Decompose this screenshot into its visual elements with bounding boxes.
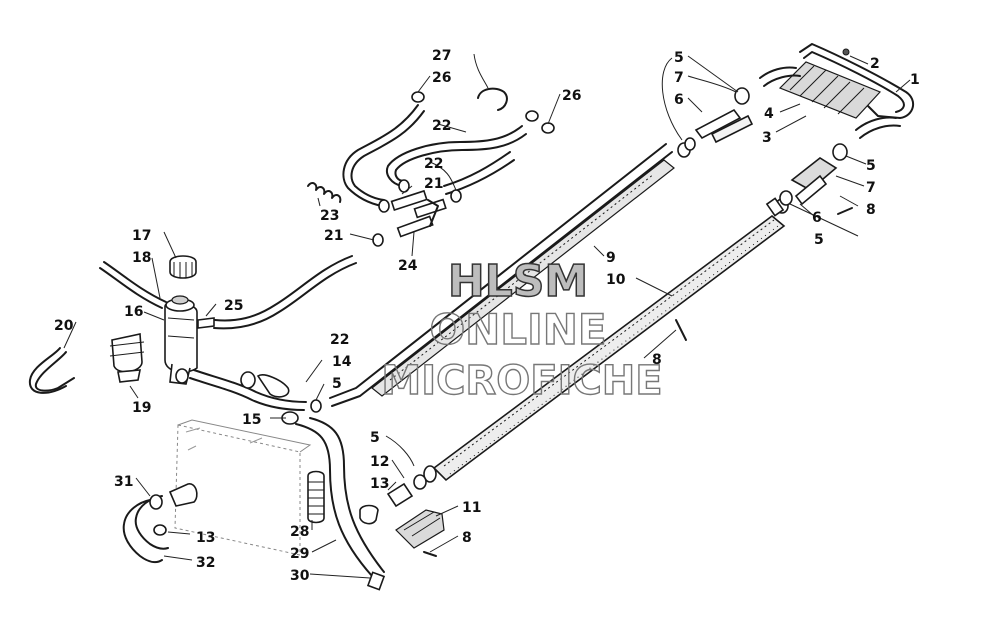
lower-hoses [189, 369, 386, 591]
callout-6: 6 [674, 92, 684, 108]
callout-8b: 8 [866, 202, 876, 218]
callout-12: 12 [370, 454, 389, 470]
callout-18: 18 [132, 250, 151, 266]
heat-exchanger-10 [413, 197, 789, 490]
watermark: HLSM ONLINE MICROFICHE [381, 255, 664, 404]
callout-16: 16 [124, 304, 143, 320]
callout-5: 5 [674, 50, 684, 66]
callout-11: 11 [462, 500, 481, 516]
leader-lines [63, 53, 911, 579]
callout-29: 29 [290, 546, 309, 562]
callout-3: 3 [762, 130, 772, 146]
callout-32: 32 [196, 555, 215, 571]
callout-7b: 7 [866, 180, 876, 196]
callout-22c: 22 [330, 332, 349, 348]
watermark-line2: ONLINE [429, 305, 606, 354]
callout-24: 24 [398, 258, 418, 274]
callout-27: 27 [432, 48, 451, 64]
callout-10: 10 [606, 272, 626, 288]
callout-23: 23 [320, 208, 339, 224]
callout-26a: 26 [432, 70, 451, 86]
callout-labels: 1 2 3 4 5 7 6 27 26 26 22 22 21 23 21 24… [54, 48, 920, 584]
callout-1: 1 [910, 72, 920, 88]
front-assembly [359, 43, 915, 557]
callout-2: 2 [870, 56, 880, 72]
watermark-line3: MICROFICHE [381, 358, 662, 404]
callout-5e: 5 [370, 430, 380, 446]
callout-20: 20 [54, 318, 74, 334]
callout-21a: 21 [424, 176, 443, 192]
heat-exchanger-9 [329, 137, 696, 407]
callout-28: 28 [290, 524, 309, 540]
callout-8a: 8 [652, 352, 662, 368]
bypass-hose [122, 483, 198, 564]
callout-8c: 8 [462, 530, 472, 546]
upper-hose-network [213, 87, 555, 330]
callout-13a: 13 [370, 476, 389, 492]
callout-17: 17 [132, 228, 151, 244]
callout-9: 9 [606, 250, 616, 266]
callout-14: 14 [332, 354, 352, 370]
callout-30: 30 [290, 568, 310, 584]
callout-25: 25 [224, 298, 243, 314]
watermark-line1: HLSM [448, 256, 588, 307]
callout-26b: 26 [562, 88, 581, 104]
callout-21b: 21 [324, 228, 343, 244]
callout-22a: 22 [432, 118, 451, 134]
callout-13b: 13 [196, 530, 215, 546]
callout-31: 31 [114, 474, 133, 490]
callout-22b: 22 [424, 156, 443, 172]
coolant-reservoir [28, 255, 215, 394]
callout-19: 19 [132, 400, 151, 416]
callout-5d: 5 [814, 232, 824, 248]
callout-4: 4 [764, 106, 774, 122]
callout-5b: 5 [332, 376, 342, 392]
callout-5c: 5 [866, 158, 876, 174]
callout-15: 15 [242, 412, 261, 428]
callout-6b: 6 [812, 210, 822, 226]
callout-7: 7 [674, 70, 684, 86]
